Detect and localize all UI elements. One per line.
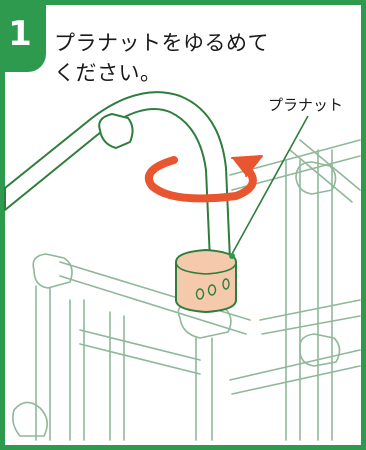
callout-leader — [229, 115, 309, 259]
callout-label: プラナット — [268, 96, 344, 114]
frame-base — [12, 401, 48, 437]
instruction-line: プラナットをゆるめて — [54, 31, 269, 55]
frame-pipe — [259, 299, 361, 335]
step-badge: 1 — [0, 0, 46, 72]
rotate-arrow-icon — [144, 155, 263, 203]
frame-pipe — [229, 349, 361, 395]
frame-joint — [295, 161, 337, 195]
frame-pipe — [195, 337, 213, 441]
frame-pipe — [317, 149, 333, 441]
pipe-collar — [98, 113, 134, 149]
frame-pipe — [285, 159, 301, 441]
frame-joint — [32, 253, 73, 289]
frame-pipe — [35, 285, 51, 441]
bent-pipe — [4, 91, 231, 261]
frame-pipe — [289, 139, 361, 203]
frame-pipe — [109, 311, 125, 441]
instruction-text: プラナットをゆるめて ください。 — [54, 28, 314, 88]
frame-pipe — [79, 329, 201, 375]
frame-pipe — [69, 299, 85, 441]
step-number: 1 — [8, 14, 32, 54]
plastic-nut — [175, 248, 237, 314]
instruction-line: ください。 — [54, 61, 162, 85]
frame-joint — [298, 333, 341, 367]
